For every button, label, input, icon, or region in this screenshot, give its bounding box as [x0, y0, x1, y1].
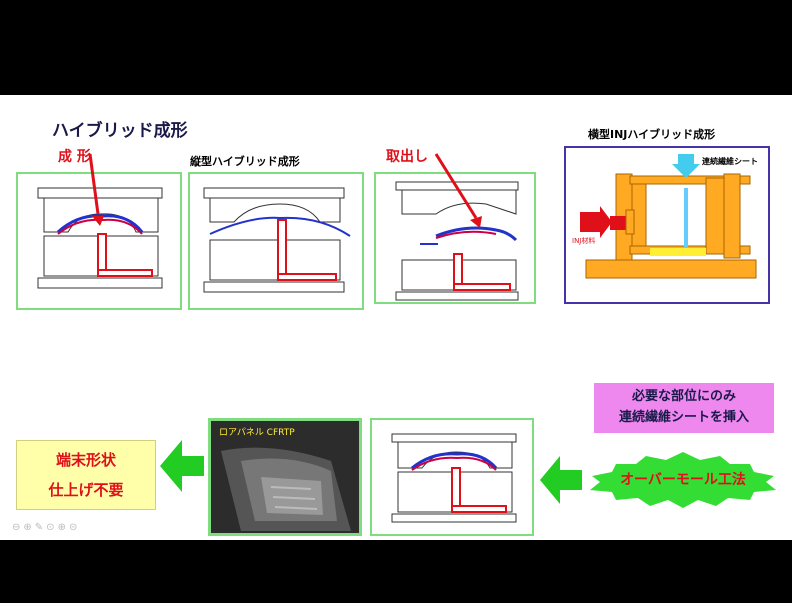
- panel-vertical-hybrid: [188, 172, 364, 310]
- inj-label: INJ材料: [572, 237, 596, 245]
- panel-photo: ロアパネル CFRTP: [208, 418, 362, 536]
- vertical-hybrid-label: 縦型ハイブリッド成形: [190, 155, 300, 168]
- seikei-label: 成 形: [58, 149, 91, 165]
- horizontal-hybrid-label: 横型INJハイブリッド成形: [588, 128, 716, 141]
- panel-molding: [16, 153, 182, 310]
- panel-take-out: [374, 153, 536, 304]
- mold-diagram-2: [203, 187, 351, 293]
- slideshow-toolbar[interactable]: ⊖⊕✎⊙⊕⊝: [12, 522, 80, 533]
- overmold-burst-shape: [590, 452, 776, 508]
- top-black-bar: [0, 0, 792, 95]
- result-line-2: 仕上げ不要: [48, 481, 124, 499]
- overmold-burst: オーバーモール工法: [588, 452, 778, 508]
- arrow-left-2: [160, 440, 204, 492]
- more-icon[interactable]: ⊝: [68, 522, 81, 533]
- arrow-left-1: [540, 456, 582, 504]
- overmold-label: オーバーモール工法: [620, 472, 746, 488]
- prev-icon[interactable]: ⊖: [12, 522, 24, 533]
- torridashi-label: 取出し: [386, 149, 428, 165]
- panel-horizontal-hybrid: 連続繊維シート INJ材料: [564, 146, 770, 304]
- horizontal-mold-diagram: [580, 154, 757, 279]
- result-line-1: 端末形状: [55, 451, 116, 469]
- menu-icon[interactable]: ⊙: [46, 522, 58, 533]
- insert-note-box: 必要な部位にのみ 連続繊維シートを挿入: [594, 383, 774, 433]
- bottom-black-bar: [0, 540, 792, 603]
- zoom-icon[interactable]: ⊕: [57, 522, 69, 533]
- photo-caption: ロアパネル CFRTP: [219, 428, 295, 438]
- insert-note-line-1: 必要な部位にのみ: [631, 389, 736, 404]
- result-box: 端末形状 仕上げ不要: [16, 440, 156, 510]
- panel-overmold-mold: [370, 418, 534, 536]
- cfrtp-photo: [211, 421, 359, 533]
- main-title: ハイブリッド成形: [52, 121, 188, 141]
- mold-diagram-4: [391, 433, 517, 523]
- insert-note-line-2: 連続繊維シートを挿入: [618, 410, 749, 425]
- mold-diagram-3: [395, 153, 519, 301]
- pen-icon[interactable]: ✎: [34, 522, 47, 533]
- next-icon[interactable]: ⊕: [23, 522, 35, 533]
- continuous-sheet-label: 連続繊維シート: [702, 157, 758, 166]
- mold-diagram-1: [37, 153, 163, 289]
